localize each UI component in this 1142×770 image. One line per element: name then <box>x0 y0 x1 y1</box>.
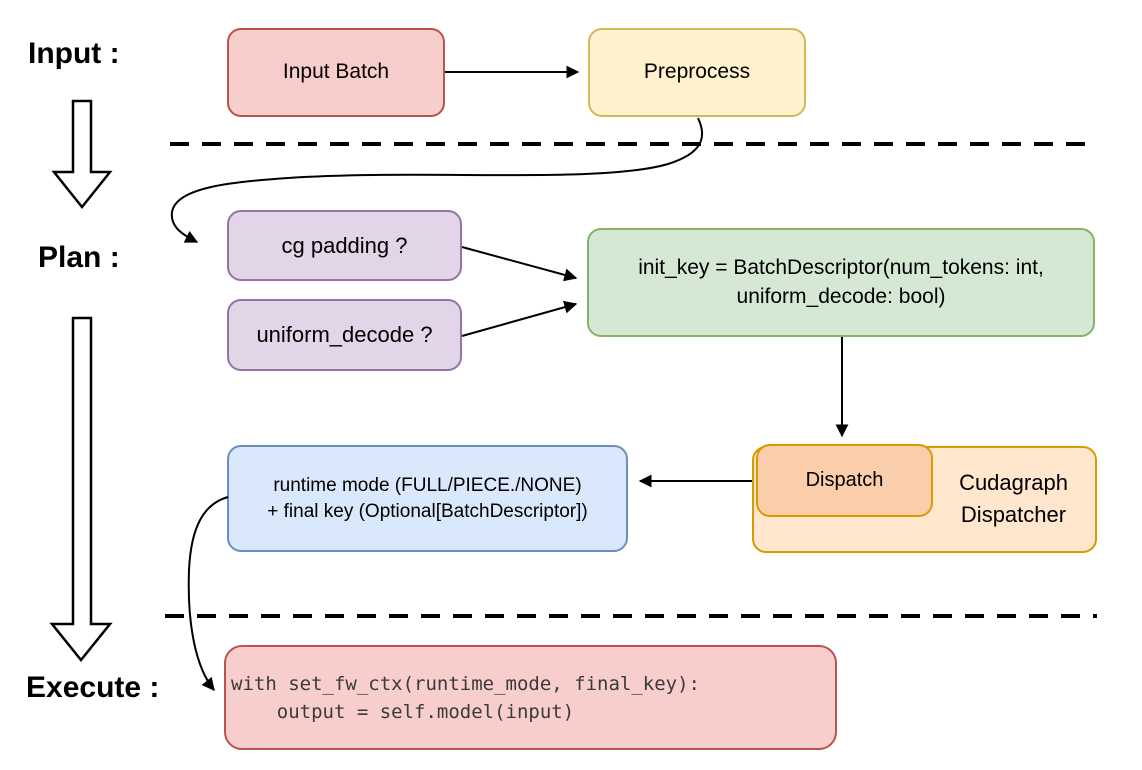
node-init-key: init_key = BatchDescriptor(num_tokens: i… <box>587 228 1095 337</box>
node-runtime-mode: runtime mode (FULL/PIECE./NONE) + final … <box>227 445 628 552</box>
edge-uniformdecode-to-initkey <box>461 300 578 337</box>
node-uniform-decode: uniform_decode ? <box>227 299 462 371</box>
node-cg-padding: cg padding ? <box>227 210 462 281</box>
node-runtime-mode-line2: + final key (Optional[BatchDescriptor]) <box>267 500 588 522</box>
node-input-batch-label: Input Batch <box>282 60 390 84</box>
stage-arrow-input-to-plan-icon <box>51 99 113 210</box>
node-runtime-mode-line1: runtime mode (FULL/PIECE./NONE) <box>273 474 582 496</box>
node-uniform-decode-label: uniform_decode ? <box>256 322 433 348</box>
cudagraph-dispatcher-line1: Cudagraph <box>959 470 1068 495</box>
node-cg-padding-label: cg padding ? <box>281 232 408 258</box>
execute-code-line1: with set_fw_ctx(runtime_mode, final_key)… <box>231 672 700 695</box>
execute-code-line2: output = self.model(input) <box>231 700 575 723</box>
edge-cgpadding-to-initkey <box>461 246 578 282</box>
edge-runtimemode-to-executecode <box>187 496 229 692</box>
stage-arrow-plan-to-execute-icon <box>49 316 113 662</box>
node-input-batch: Input Batch <box>227 28 445 117</box>
stage-label-plan: Plan : <box>38 241 120 274</box>
node-init-key-line1: init_key = BatchDescriptor(num_tokens: i… <box>638 256 1044 280</box>
stage-label-execute: Execute : <box>26 671 160 704</box>
node-dispatch-label: Dispatch <box>805 469 884 491</box>
node-preprocess: Preprocess <box>588 28 806 117</box>
node-init-key-line2: uniform_decode: bool) <box>736 284 946 308</box>
node-dispatch: Dispatch <box>756 444 933 517</box>
node-preprocess-label: Preprocess <box>643 60 751 84</box>
node-cudagraph-dispatcher-label: Cudagraph Dispatcher <box>930 467 1097 531</box>
node-execute-code: with set_fw_ctx(runtime_mode, final_key)… <box>224 645 837 750</box>
cudagraph-dispatcher-line2: Dispatcher <box>960 502 1067 527</box>
stage-label-input: Input : <box>28 37 120 70</box>
